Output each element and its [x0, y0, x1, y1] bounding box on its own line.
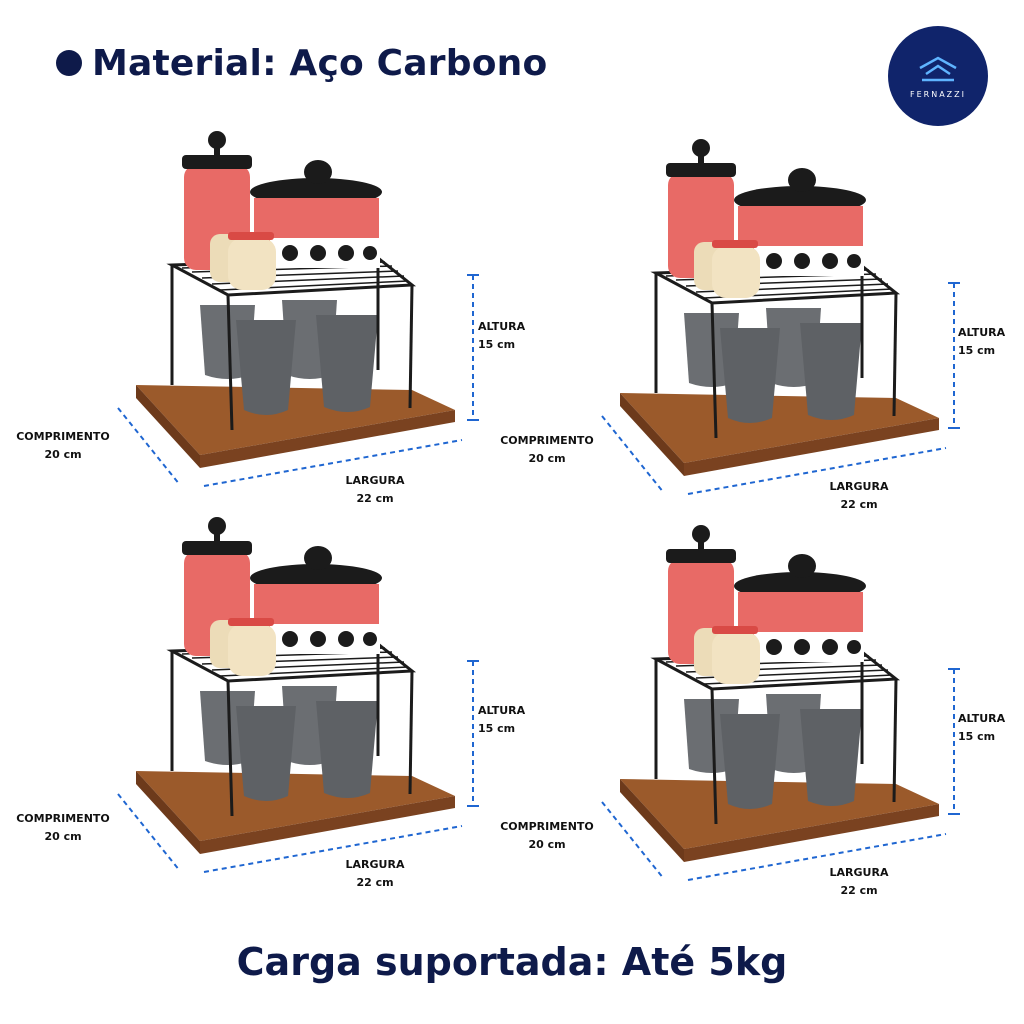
material-headline: Material: Aço Carbono — [56, 38, 547, 88]
house-roof-icon — [919, 56, 957, 81]
product-scene — [117, 517, 479, 873]
rack-illustration — [601, 139, 960, 495]
material-text: Material: Aço Carbono — [92, 42, 548, 84]
load-capacity-footer: Carga suportada: Até 5kg — [236, 940, 788, 984]
brand-logo: FERNAZZI — [888, 26, 988, 126]
product-scene — [117, 131, 479, 487]
brand-name: FERNAZZI — [910, 89, 966, 99]
rack-illustration — [117, 131, 479, 487]
bullet-dot-icon — [56, 50, 82, 76]
product-scene — [601, 139, 960, 495]
product-scene — [601, 525, 960, 881]
rack-illustration — [601, 525, 960, 881]
rack-illustration — [117, 517, 479, 873]
